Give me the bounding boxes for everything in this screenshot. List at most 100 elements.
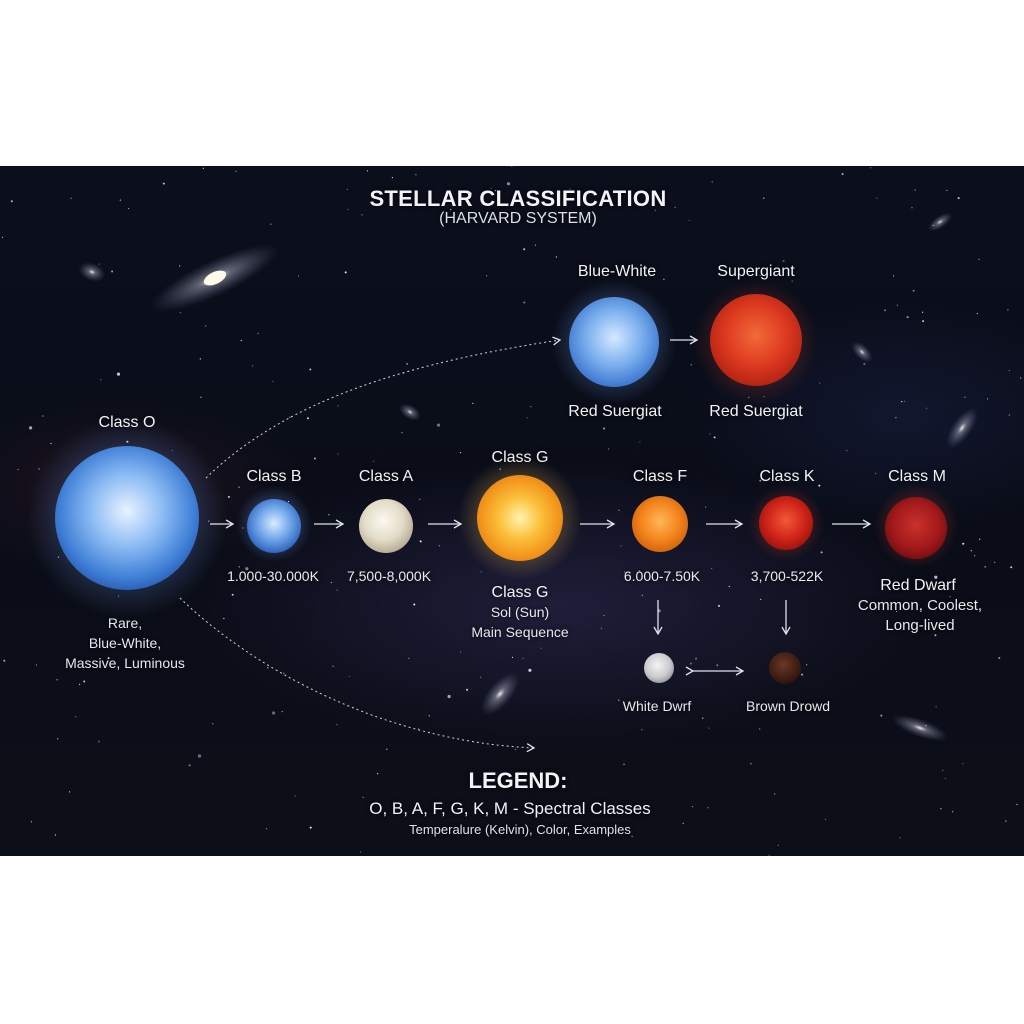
background-star — [377, 773, 379, 775]
background-star — [17, 468, 19, 471]
background-star — [179, 312, 181, 314]
background-star — [976, 312, 979, 315]
background-star — [188, 764, 191, 767]
background-star — [523, 301, 526, 304]
background-star — [875, 472, 877, 474]
desc-class-o: Rare, Blue-White, Massive, Luminous — [65, 613, 185, 673]
background-star — [763, 197, 765, 199]
background-star — [459, 452, 462, 454]
background-star — [523, 248, 526, 251]
background-star — [1007, 309, 1009, 311]
background-star — [107, 657, 110, 660]
background-star — [75, 716, 77, 718]
background-star — [391, 177, 393, 179]
background-star — [10, 200, 13, 203]
background-star — [83, 680, 86, 683]
background-star — [408, 657, 410, 659]
background-star — [29, 426, 33, 430]
background-star — [70, 197, 72, 199]
background-star — [911, 207, 913, 209]
background-star — [428, 715, 430, 717]
background-star — [893, 275, 895, 277]
background-star — [98, 263, 100, 265]
background-star — [760, 598, 762, 600]
desc-class-g-line: Sol (Sun) — [490, 604, 550, 620]
background-star — [179, 265, 181, 267]
background-star — [272, 711, 276, 715]
background-star — [238, 486, 240, 488]
background-star — [987, 398, 989, 400]
background-star — [540, 647, 542, 649]
star-class-b — [247, 499, 301, 553]
background-star — [759, 728, 761, 730]
background-star — [336, 589, 338, 591]
background-star — [863, 363, 866, 365]
background-star — [912, 290, 914, 292]
background-star — [257, 332, 259, 334]
star-red-supergiant — [710, 294, 802, 386]
background-star — [202, 167, 204, 169]
background-star — [914, 189, 916, 191]
background-star — [337, 453, 339, 455]
page-subtitle: (HARVARD SYSTEM) — [439, 210, 597, 227]
background-star — [401, 432, 403, 434]
background-star — [688, 219, 690, 221]
background-star — [511, 656, 514, 658]
background-star — [608, 448, 610, 450]
star-class-f — [632, 496, 688, 552]
background-star — [366, 170, 369, 172]
background-star — [899, 837, 901, 839]
background-star — [1, 236, 4, 238]
background-star — [716, 664, 719, 667]
background-star — [974, 555, 976, 557]
starfield — [1, 166, 1022, 856]
background-star — [281, 711, 283, 713]
background-star — [569, 188, 571, 190]
label-blue-white: Blue-White — [577, 263, 657, 280]
background-star — [235, 170, 237, 172]
background-star — [97, 740, 100, 743]
background-star — [846, 450, 848, 452]
label-brown-dwarf: Brown Drowd — [745, 698, 831, 714]
background-star — [705, 506, 707, 508]
background-star — [718, 604, 720, 607]
label-blue-white-sub: Red Suergiat — [568, 403, 662, 420]
background-star — [1008, 414, 1010, 416]
background-star — [759, 479, 762, 482]
background-star — [332, 665, 334, 667]
background-star — [330, 581, 332, 584]
background-star — [782, 260, 785, 262]
star-class-a — [359, 499, 413, 553]
label-class-g: Class G — [491, 449, 549, 466]
background-star — [116, 372, 121, 376]
background-star — [690, 364, 692, 366]
dashed-curve-to-legend — [179, 597, 536, 753]
background-star — [336, 724, 338, 726]
background-star — [768, 854, 770, 856]
background-star — [309, 368, 312, 371]
background-star — [896, 610, 898, 613]
background-star — [949, 596, 951, 598]
background-star — [689, 662, 692, 665]
background-star — [934, 634, 937, 637]
label-class-o: Class O — [98, 414, 156, 431]
background-star — [522, 657, 524, 659]
background-star — [419, 540, 422, 543]
background-star — [841, 173, 844, 175]
background-star — [346, 188, 348, 191]
star-class-o — [55, 446, 199, 590]
background-star — [298, 275, 300, 277]
background-star — [372, 460, 375, 462]
background-star — [240, 340, 242, 342]
background-star — [728, 585, 730, 588]
background-star — [906, 316, 909, 319]
background-star — [713, 436, 716, 439]
desc-class-m-title: Red Dwarf — [880, 577, 956, 594]
background-star — [620, 545, 622, 547]
star-blue-white-giant — [569, 297, 659, 387]
background-star — [913, 289, 915, 292]
background-star — [472, 402, 474, 404]
desc-class-o-line: Blue-White, — [88, 635, 162, 651]
temp-class-k: 3,700-522K — [750, 568, 824, 584]
label-class-a: Class A — [358, 468, 414, 485]
